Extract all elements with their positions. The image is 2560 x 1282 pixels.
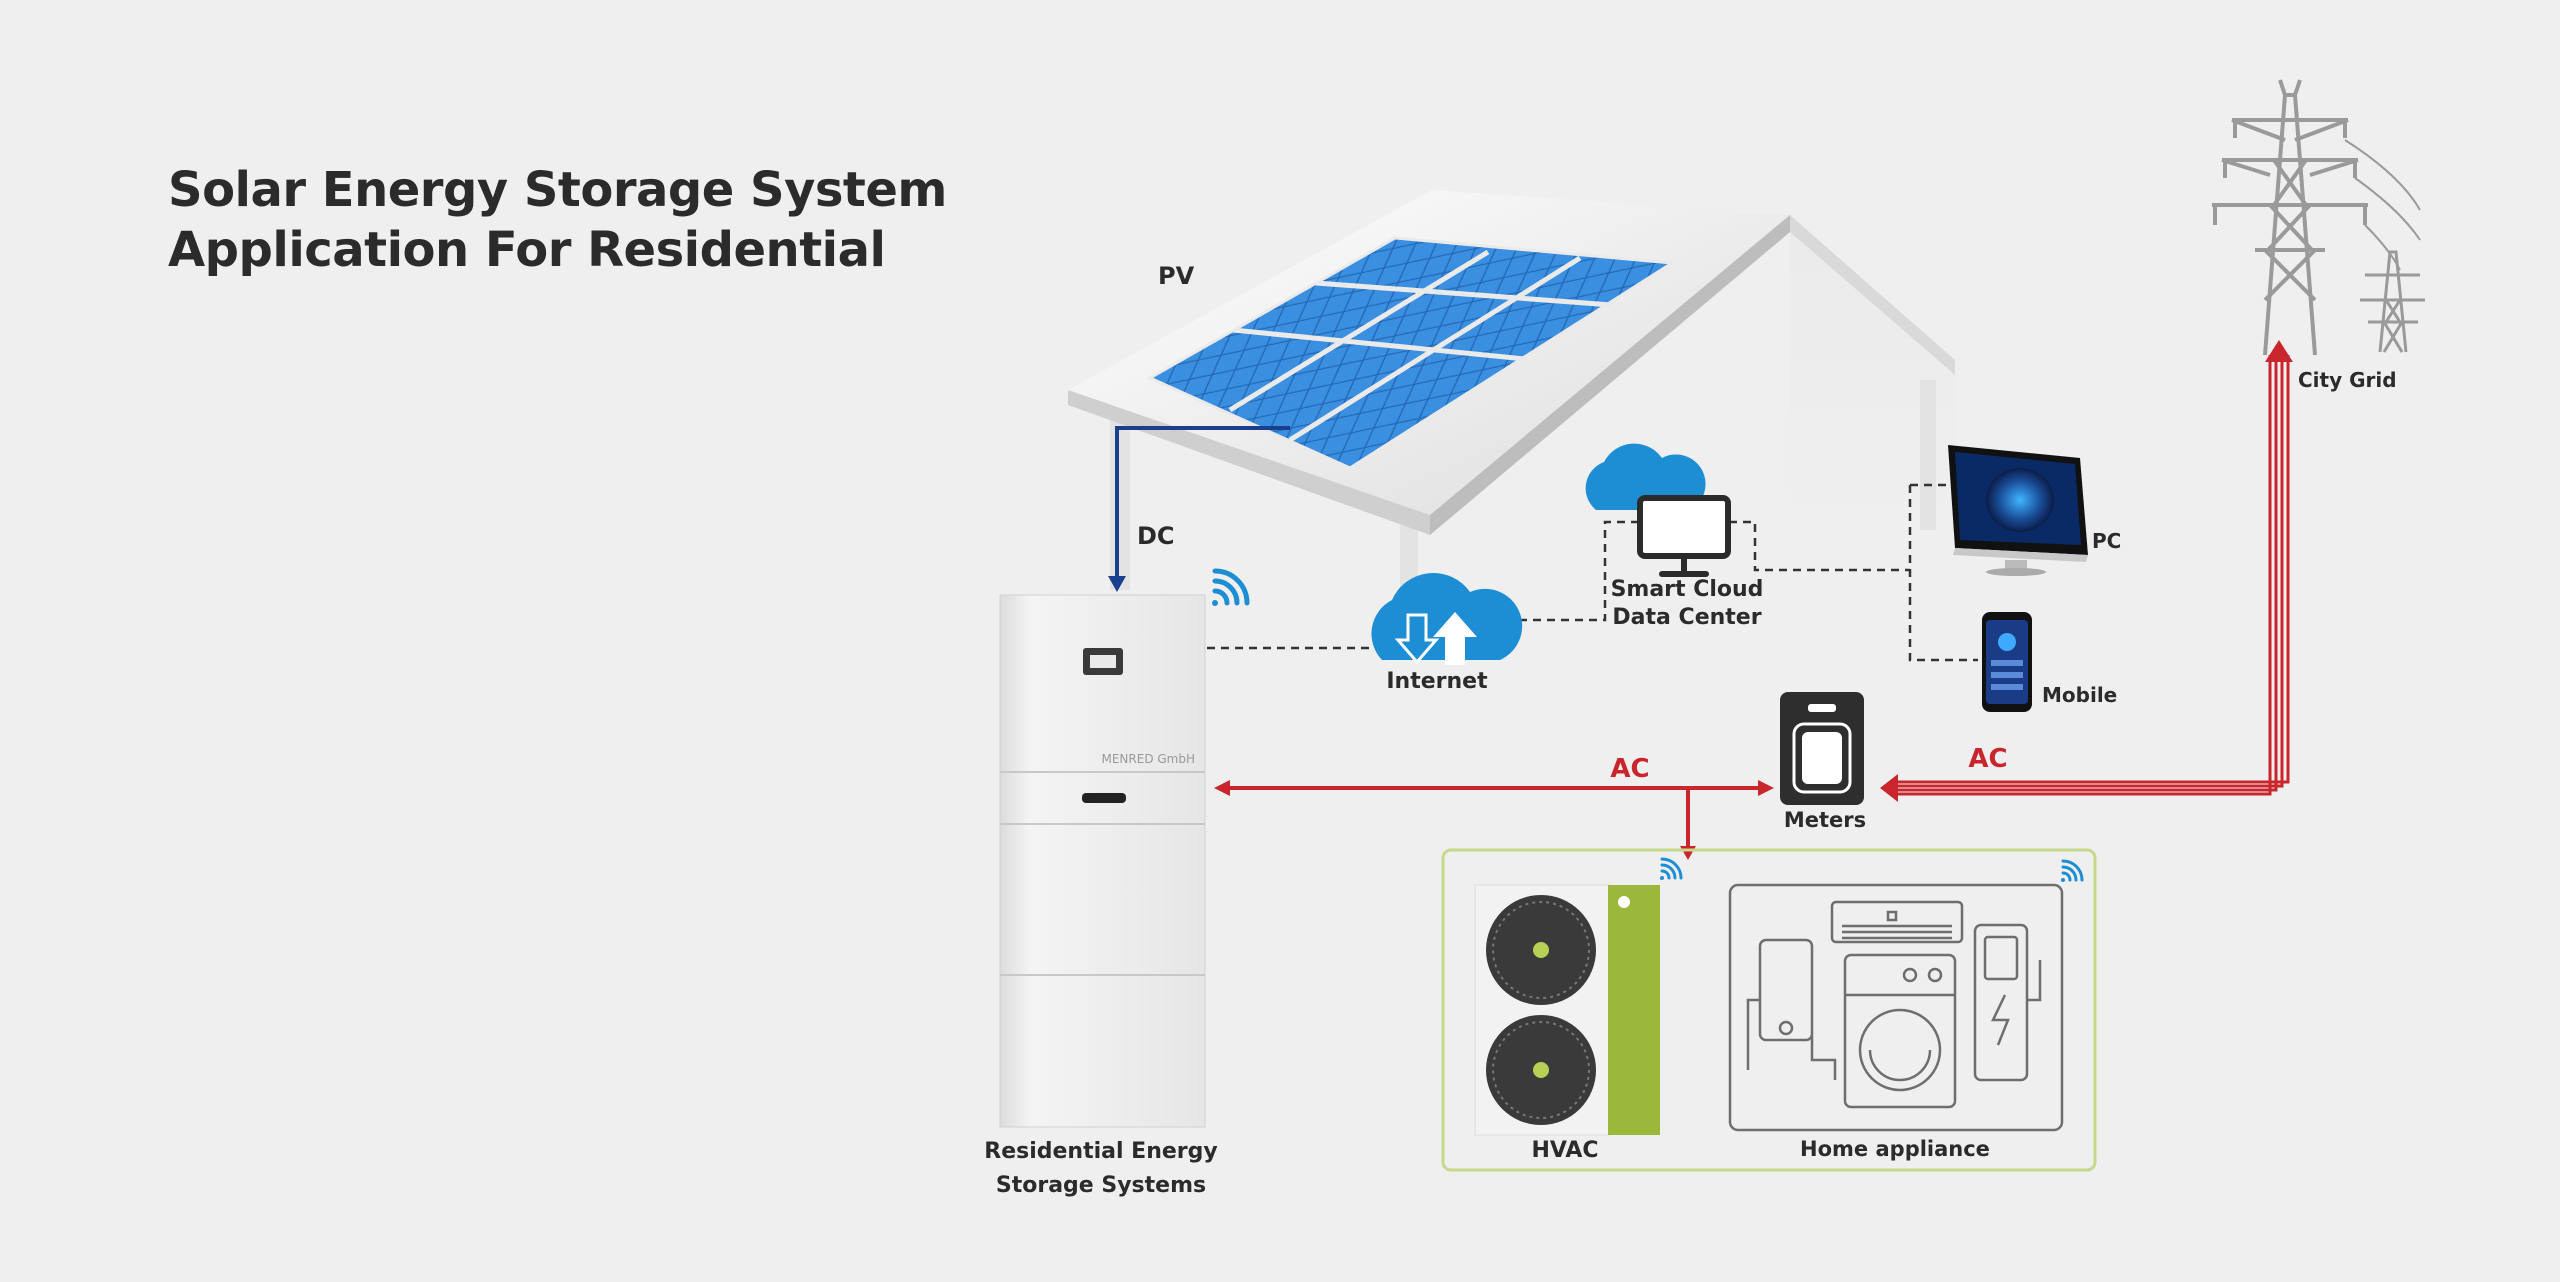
energy-storage-cabinet: MENRED GmbH <box>999 594 1206 1128</box>
wifi-icon <box>1212 568 1250 606</box>
washing-machine-icon <box>1843 953 1957 1109</box>
water-heater-icon <box>1758 938 1814 1042</box>
load-arrow <box>1680 846 1696 860</box>
ess-label-line-1: Residential Energy <box>984 1139 1217 1164</box>
pc-monitor-icon <box>1948 445 2088 576</box>
grid-arrow <box>2265 340 2293 362</box>
ess-indicator <box>1082 793 1126 803</box>
ess-brand: MENRED GmbH <box>1101 752 1195 766</box>
ess-label-line-2: Storage Systems <box>996 1173 1206 1198</box>
pv-label: PV <box>1158 262 1195 290</box>
pillar-middle <box>1400 525 1418 595</box>
hvac-label: HVAC <box>1531 1138 1598 1163</box>
cloud-datacenter-icon <box>1585 443 1731 577</box>
house <box>1068 190 1955 595</box>
network-links <box>1207 483 1978 662</box>
air-conditioner-icon <box>1830 900 1964 944</box>
home-appliance-label: Home appliance <box>1800 1137 1990 1161</box>
ac-label-left: AC <box>1610 754 1649 784</box>
cloud-label-line-2: Data Center <box>1612 605 1761 630</box>
dc-label: DC <box>1137 522 1175 550</box>
cloud-label-line-1: Smart Cloud <box>1611 577 1764 602</box>
title-line-1: Solar Energy Storage System <box>168 162 947 218</box>
meters-label: Meters <box>1784 808 1866 832</box>
load-zone <box>1441 848 2097 1172</box>
pillar-left <box>1110 420 1130 590</box>
internet-label: Internet <box>1386 669 1488 694</box>
house-wall <box>1790 232 1955 520</box>
power-tower-icon <box>2212 79 2421 356</box>
home-appliance-group <box>1728 883 2064 1132</box>
wifi-icon <box>2061 859 2084 882</box>
ac-label-right: AC <box>1968 744 2007 774</box>
pillar-right <box>1920 380 1936 530</box>
pc-label: PC <box>2092 529 2121 553</box>
power-tower-small-icon <box>2360 250 2425 353</box>
city-grid-label: City Grid <box>2298 368 2397 392</box>
roof-gable <box>1790 215 1955 375</box>
mobile-phone-icon <box>1982 612 2032 712</box>
meters-arrow-left <box>1758 780 1774 796</box>
ess-arrow <box>1214 780 1230 796</box>
wifi-icon <box>1660 857 1683 880</box>
solar-panels <box>1146 236 1677 470</box>
meter-icon <box>1780 692 1864 805</box>
roof-edge-side <box>1430 215 1790 535</box>
mobile-label: Mobile <box>2042 683 2117 707</box>
dc-connection <box>1108 426 1290 592</box>
title-line-2: Application For Residential <box>168 222 886 278</box>
ev-charger-icon <box>1973 923 2029 1082</box>
meters-arrow-right <box>1880 774 1898 802</box>
hvac-unit <box>1474 884 1660 1136</box>
internet-cloud-icon <box>1371 572 1523 665</box>
ac-connections <box>1214 340 2293 860</box>
page-title: Solar Energy Storage System Application … <box>168 160 947 280</box>
